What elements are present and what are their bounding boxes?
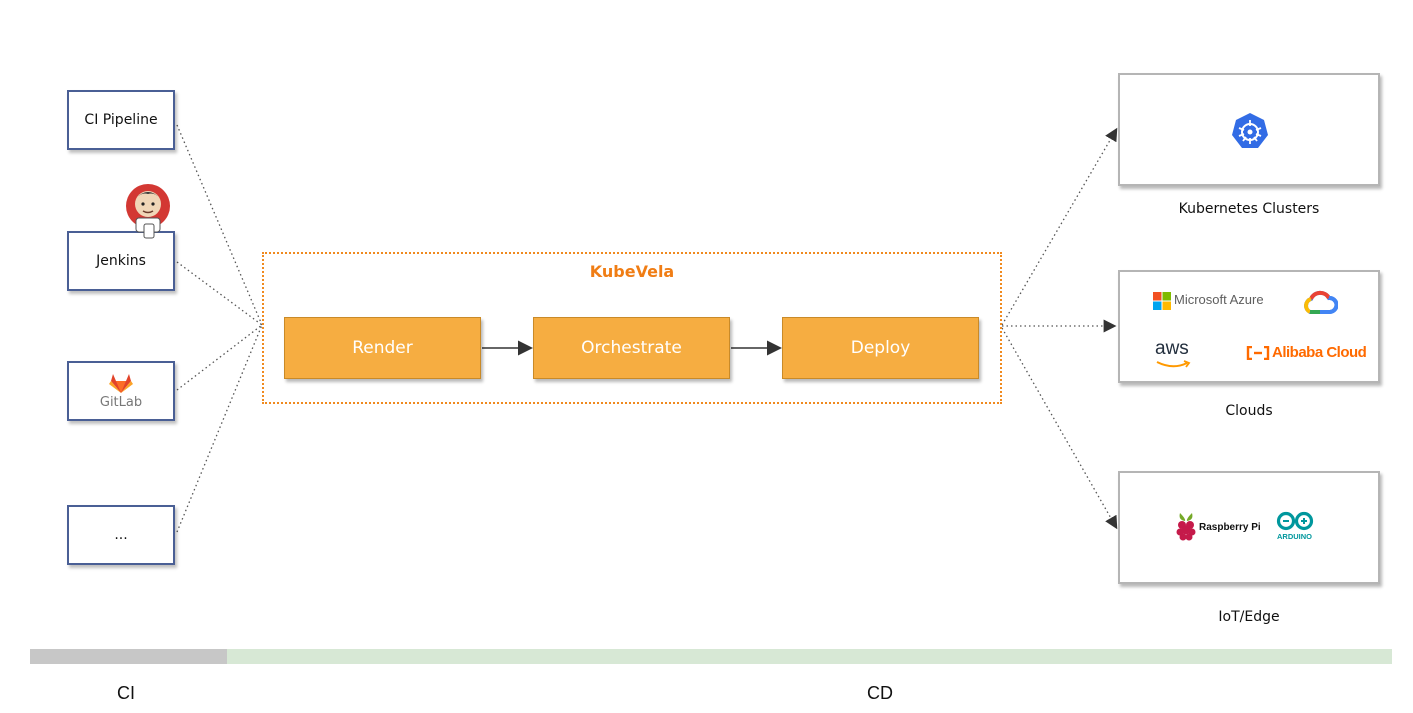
orchestrate-stage: Orchestrate [533,317,730,379]
connector-gitlab [176,324,263,391]
kubernetes-wheel-icon [1232,113,1268,148]
alibaba-bracket-icon [1246,346,1270,360]
render-stage: Render [284,317,481,379]
ci-phase-bar [30,649,227,664]
alibaba-logo-text: Alibaba Cloud [1272,344,1367,361]
deploy-stage: Deploy [782,317,979,379]
aws-logo-text: aws [1155,338,1189,359]
jenkins-box: Jenkins [67,231,175,291]
ci-phase-label: CI [117,683,135,703]
ci-pipeline-label: CI Pipeline [84,112,158,128]
kubernetes-clusters-label: Kubernetes Clusters [1178,201,1320,217]
gitlab-fox-icon [109,373,133,393]
iot-edge-box: Raspberry Pi ARDUINO [1118,471,1380,584]
render-label: Render [352,338,413,358]
azure-logo-text: Microsoft Azure [1174,292,1264,307]
iot-edge-label: IoT/Edge [1218,609,1280,625]
clouds-box: Microsoft Azure aws Alibaba Cloud [1118,270,1380,383]
connector-more [176,324,263,533]
kubernetes-box [1118,73,1380,186]
kubevela-frame [262,252,1002,404]
cd-phase-bar [227,649,1392,664]
raspberry-pi-logo-text: Raspberry Pi [1199,522,1261,533]
connector-jenkins [176,261,263,326]
jenkins-label: Jenkins [96,253,146,269]
google-cloud-icon [1304,290,1338,314]
connector-k8s [1001,127,1118,326]
cd-phase-label: CD [867,683,893,703]
connector-iot [1001,327,1118,530]
gitlab-box: GitLab [67,361,175,421]
microsoft-windows-icon [1153,292,1171,310]
more-sources-box: ... [67,505,175,565]
aws-smile-icon [1156,360,1191,368]
connector-ci-pipeline [176,124,263,326]
raspberry-icon [1176,513,1196,541]
orchestrate-label: Orchestrate [581,338,682,358]
more-sources-label: ... [114,527,128,543]
gitlab-label: GitLab [99,394,143,410]
clouds-label: Clouds [1225,403,1273,419]
kubevela-title: KubeVela [589,262,675,281]
jenkins-butler-icon [126,184,170,239]
ci-pipeline-box: CI Pipeline [67,90,175,150]
arduino-logo-text: ARDUINO [1277,532,1312,541]
deploy-label: Deploy [850,338,911,358]
arduino-infinity-icon [1276,511,1314,531]
